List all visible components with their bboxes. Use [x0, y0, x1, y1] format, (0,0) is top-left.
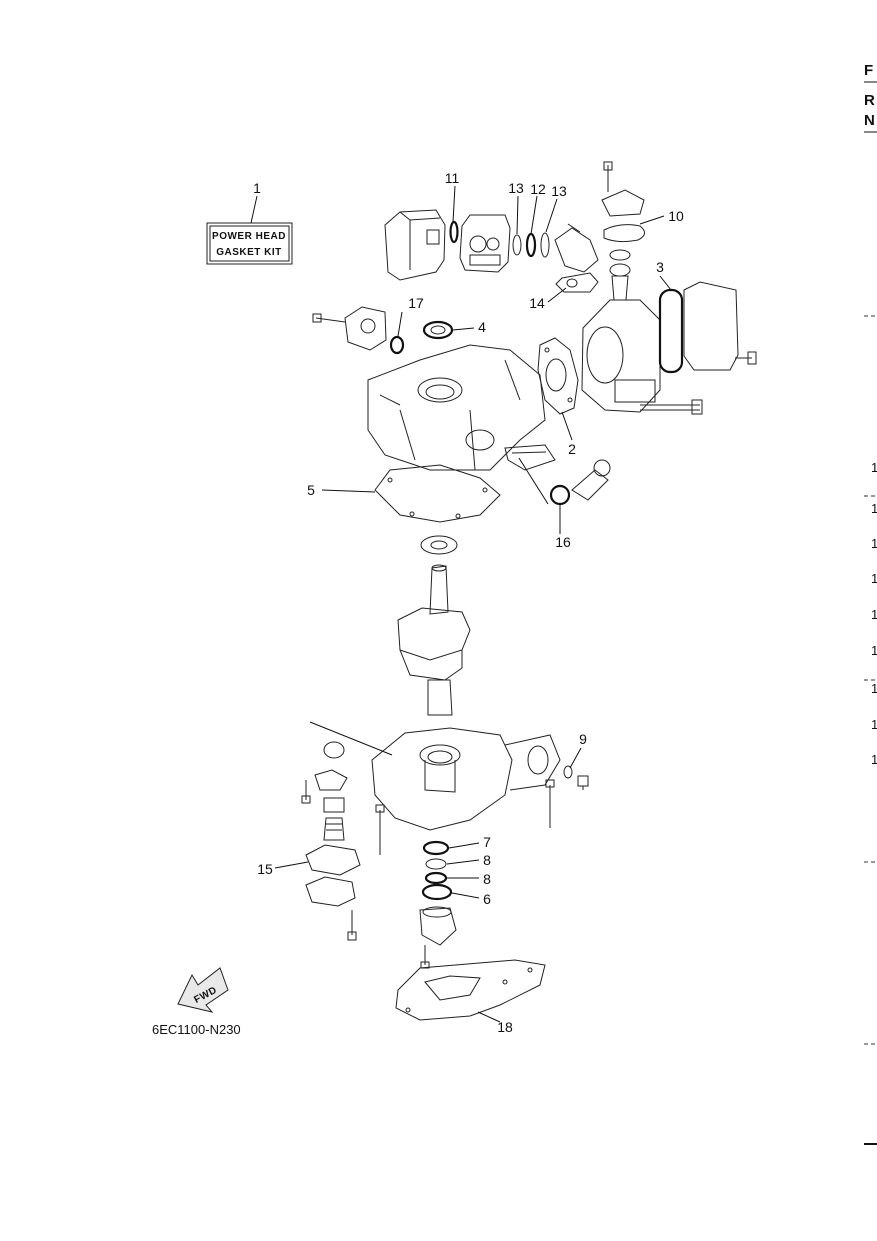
- carburetor-gaskets: [449, 220, 550, 258]
- fwd-arrow-icon: FWD: [177, 967, 229, 1013]
- cylinder-head: [581, 299, 703, 415]
- callout-6: 6: [483, 891, 491, 907]
- edge-num: 1: [871, 571, 877, 586]
- callout-4: 4: [478, 319, 486, 335]
- edge-header-1: F: [864, 62, 873, 79]
- callout-10: 10: [668, 208, 684, 224]
- callout-9: 9: [579, 731, 587, 747]
- edge-num: 1: [871, 681, 877, 696]
- gasket-kit-label: POWER HEAD GASKET KIT: [206, 195, 293, 265]
- callout-8a: 8: [483, 852, 491, 868]
- cylinder-block: [367, 344, 546, 471]
- exhaust-guide-gasket: [395, 959, 546, 1021]
- edge-num: 1: [871, 501, 877, 516]
- oil-seal-upper: [422, 320, 454, 340]
- edge-num: 1: [871, 717, 877, 732]
- crankcase: [309, 721, 561, 831]
- callout-1: 1: [253, 180, 261, 196]
- edge-num: 1: [871, 607, 877, 622]
- callout-3: 3: [656, 259, 664, 275]
- drain-plug: [549, 459, 611, 506]
- relief-valve-group: [301, 741, 361, 941]
- callout-17: 17: [408, 295, 424, 311]
- callout-13a: 13: [508, 180, 524, 196]
- callout-5: 5: [307, 482, 315, 498]
- callout-7: 7: [483, 834, 491, 850]
- edge-num: 1: [871, 752, 877, 767]
- callout-11: 11: [445, 170, 460, 186]
- head-gasket: [537, 337, 579, 415]
- callout-16: 16: [555, 534, 571, 550]
- callout-2: 2: [568, 441, 576, 457]
- oil-strainer: [419, 906, 457, 969]
- crankshaft: [397, 535, 471, 716]
- edge-num: 1: [871, 460, 877, 475]
- intake-manifold: [554, 223, 599, 273]
- exhaust-gasket: [504, 444, 556, 471]
- kit-label-line1: POWER HEAD: [212, 231, 286, 242]
- head-cover-gasket: [658, 288, 684, 374]
- callout-13b: 13: [551, 183, 567, 199]
- edge-num: 1: [871, 643, 877, 658]
- figure-code: 6EC1100-N230: [152, 1022, 241, 1037]
- crankcase-bolts: [375, 765, 589, 855]
- callout-15: 15: [257, 861, 273, 877]
- gasket-14: [555, 272, 599, 293]
- edge-table: F R N 1 1 1 1 1 1 1 1 1: [864, 62, 877, 1145]
- crankcase-gasket: [374, 464, 501, 523]
- fuel-pump: [312, 306, 405, 355]
- intake-silencer: [384, 209, 446, 281]
- kit-label-line2: GASKET KIT: [216, 247, 282, 258]
- callout-8b: 8: [483, 871, 491, 887]
- callout-leaders: [274, 185, 672, 1023]
- callout-18: 18: [497, 1019, 513, 1035]
- edge-num: 1: [871, 536, 877, 551]
- carburetor: [459, 214, 511, 273]
- callout-12: 12: [530, 181, 546, 197]
- edge-header-2: R: [864, 92, 875, 109]
- callouts: 1 2 3 4 5 6 7 8 8 9 10 11 12 13 13 14 15…: [253, 170, 684, 1035]
- head-cover: [683, 281, 757, 371]
- thermostat-cover: [601, 161, 645, 301]
- callout-14: 14: [529, 295, 545, 311]
- lower-seals: [421, 840, 453, 901]
- edge-header-3: N: [864, 112, 875, 129]
